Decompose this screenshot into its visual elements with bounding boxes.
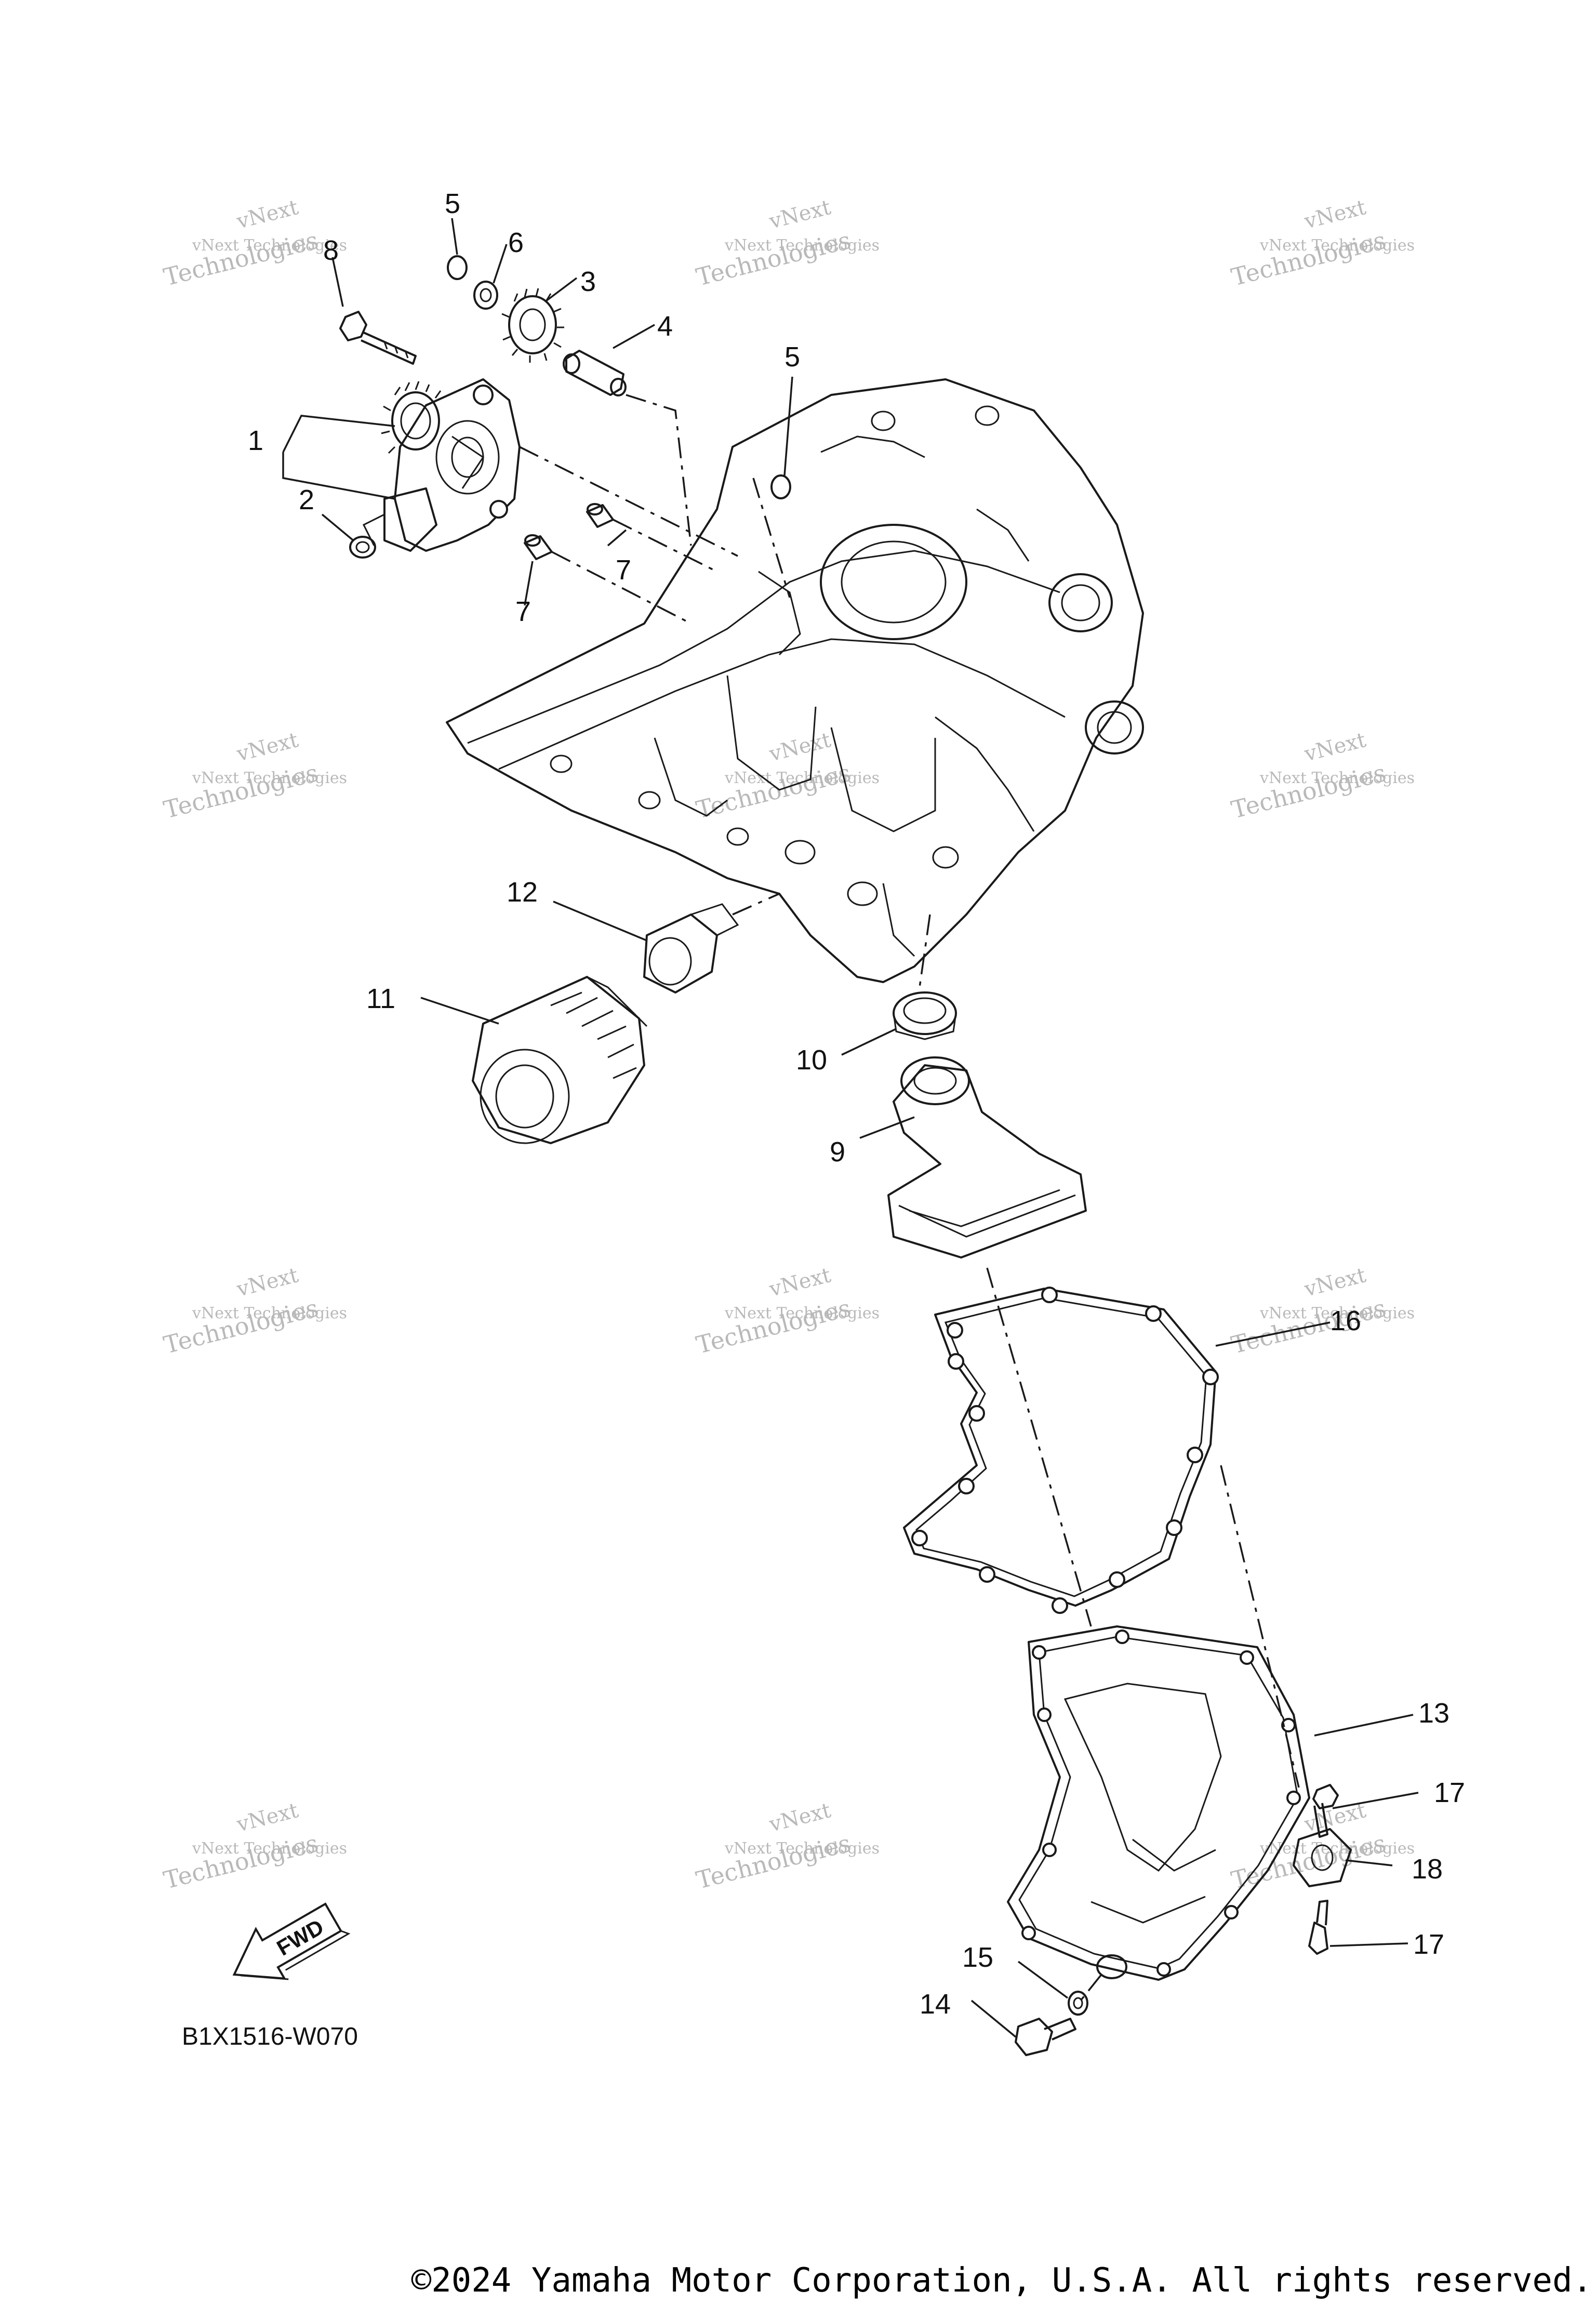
bolt-17-upper	[1312, 1784, 1339, 1838]
watermark-vnext: vNext	[234, 728, 300, 766]
watermark-vnext: vNext	[234, 1798, 300, 1837]
watermark: vNext vNext Technologies Technologies	[161, 728, 347, 824]
watermark: vNext vNext Technologies Technologies	[161, 195, 347, 292]
pump-gear-icon	[381, 381, 442, 454]
dowel-pin-7-lower	[524, 534, 553, 560]
watermark-label: vNext Technologies	[192, 1304, 347, 1322]
oil-pan-13	[1007, 1625, 1310, 1981]
watermark: vNext vNext Technologies Technologies	[1229, 195, 1415, 292]
bracket-18	[1293, 1828, 1352, 1887]
oil-pump-drive-gear-3	[501, 288, 564, 363]
watermark: vNext vNext Technologies Technologies	[161, 1263, 347, 1359]
watermark: vNext vNext Technologies Technologies	[694, 1263, 880, 1359]
watermark-technologies: Technologies	[161, 759, 321, 824]
watermark-label: vNext Technologies	[724, 1304, 880, 1322]
gasket-16	[903, 1287, 1219, 1614]
watermark-technologies: Technologies	[161, 226, 321, 292]
watermark-vnext: vNext	[1301, 728, 1368, 766]
watermark-vnext: vNext	[1301, 195, 1368, 234]
watermark-label: vNext Technologies	[724, 769, 880, 787]
watermark-technologies: Technologies	[161, 1294, 321, 1359]
callout-2: 2	[299, 484, 314, 515]
drain-bolt-14	[1015, 2018, 1076, 2056]
watermark-label: vNext Technologies	[1259, 1304, 1415, 1322]
watermark-label: vNext Technologies	[724, 1839, 880, 1858]
callout-7-upper: 7	[616, 554, 631, 586]
callout-5-top: 5	[445, 188, 460, 219]
callout-15: 15	[962, 1942, 993, 1973]
o-ring-10	[893, 991, 957, 1040]
callout-16: 16	[1330, 1305, 1361, 1336]
washer-2	[349, 536, 376, 559]
watermark: vNext vNext Technologies Technologies	[694, 1798, 880, 1895]
fwd-arrow-icon: FWD	[232, 1902, 351, 1980]
callout-18: 18	[1412, 1853, 1443, 1885]
assembly-lines	[519, 394, 1300, 2002]
callout-7-lower: 7	[515, 596, 531, 627]
leader-lines	[282, 218, 1419, 2038]
diagram-code: B1X1516-W070	[182, 2023, 358, 2050]
union-bolt-12	[643, 903, 739, 994]
crankcase	[446, 378, 1144, 983]
watermark: vNext vNext Technologies Technologies	[1229, 728, 1415, 824]
watermark-technologies: Technologies	[1229, 226, 1389, 292]
gasket-15	[1068, 1991, 1088, 2016]
watermark-label: vNext Technologies	[1259, 769, 1415, 787]
bolt-17-lower	[1308, 1900, 1328, 1955]
callout-9: 9	[830, 1136, 845, 1168]
watermark-technologies: Technologies	[694, 1294, 854, 1359]
circlip-5-top	[447, 255, 468, 280]
callout-13: 13	[1418, 1698, 1449, 1729]
callout-6: 6	[508, 227, 524, 258]
watermark-vnext: vNext	[1301, 1263, 1368, 1302]
bolt-8	[339, 311, 417, 365]
copyright-notice: ©2024 Yamaha Motor Corporation, U.S.A. A…	[411, 2261, 1592, 2300]
callout-17-lower: 17	[1413, 1929, 1444, 1960]
callout-17-upper: 17	[1434, 1777, 1465, 1808]
watermark-label: vNext Technologies	[1259, 1839, 1415, 1858]
watermark: vNext vNext Technologies Technologies	[1229, 1798, 1415, 1895]
circlip-5-right	[770, 474, 791, 499]
callout-1: 1	[248, 425, 263, 456]
callout-8: 8	[323, 235, 339, 266]
watermark-technologies: Technologies	[694, 759, 854, 824]
callout-labels: 1 2 3 4 5 5 6 7 7 8 9 10 11 12 13 14 15 …	[248, 188, 1465, 2020]
oil-pump-assembly	[362, 378, 521, 552]
shaft-4	[563, 350, 627, 396]
watermark-vnext: vNext	[766, 1798, 833, 1837]
callout-12: 12	[507, 877, 538, 908]
watermark-label: vNext Technologies	[192, 1839, 347, 1858]
watermark-label: vNext Technologies	[724, 236, 880, 255]
watermark-vnext: vNext	[234, 195, 300, 234]
watermark-technologies: Technologies	[694, 1829, 854, 1895]
watermark: vNext vNext Technologies Technologies	[161, 1798, 347, 1895]
callout-10: 10	[796, 1044, 827, 1076]
watermark-vnext: vNext	[234, 1263, 300, 1302]
callout-14: 14	[920, 1989, 951, 2020]
watermark-vnext: vNext	[766, 728, 833, 766]
dowel-pin-7-upper	[586, 503, 614, 528]
oil-strainer-9	[887, 1056, 1087, 1259]
watermark-label: vNext Technologies	[192, 236, 347, 255]
callout-3: 3	[580, 266, 596, 297]
watermark-label: vNext Technologies	[1259, 236, 1415, 255]
watermark-technologies: Technologies	[161, 1829, 321, 1895]
watermark-technologies: Technologies	[1229, 759, 1389, 824]
oil-filter-11	[472, 976, 648, 1144]
watermark-technologies: Technologies	[694, 226, 854, 292]
callout-4: 4	[657, 311, 673, 342]
callout-5-right: 5	[784, 341, 800, 373]
washer-6	[473, 281, 498, 310]
watermark: vNext vNext Technologies Technologies	[694, 195, 880, 292]
watermark-vnext: vNext	[766, 1263, 833, 1302]
watermark: vNext vNext Technologies Technologies	[1229, 1263, 1415, 1359]
watermark-label: vNext Technologies	[192, 769, 347, 787]
watermark-grid: vNext vNext Technologies Technologies vN…	[161, 195, 1415, 1895]
callout-11: 11	[366, 983, 395, 1014]
watermark-vnext: vNext	[766, 195, 833, 234]
